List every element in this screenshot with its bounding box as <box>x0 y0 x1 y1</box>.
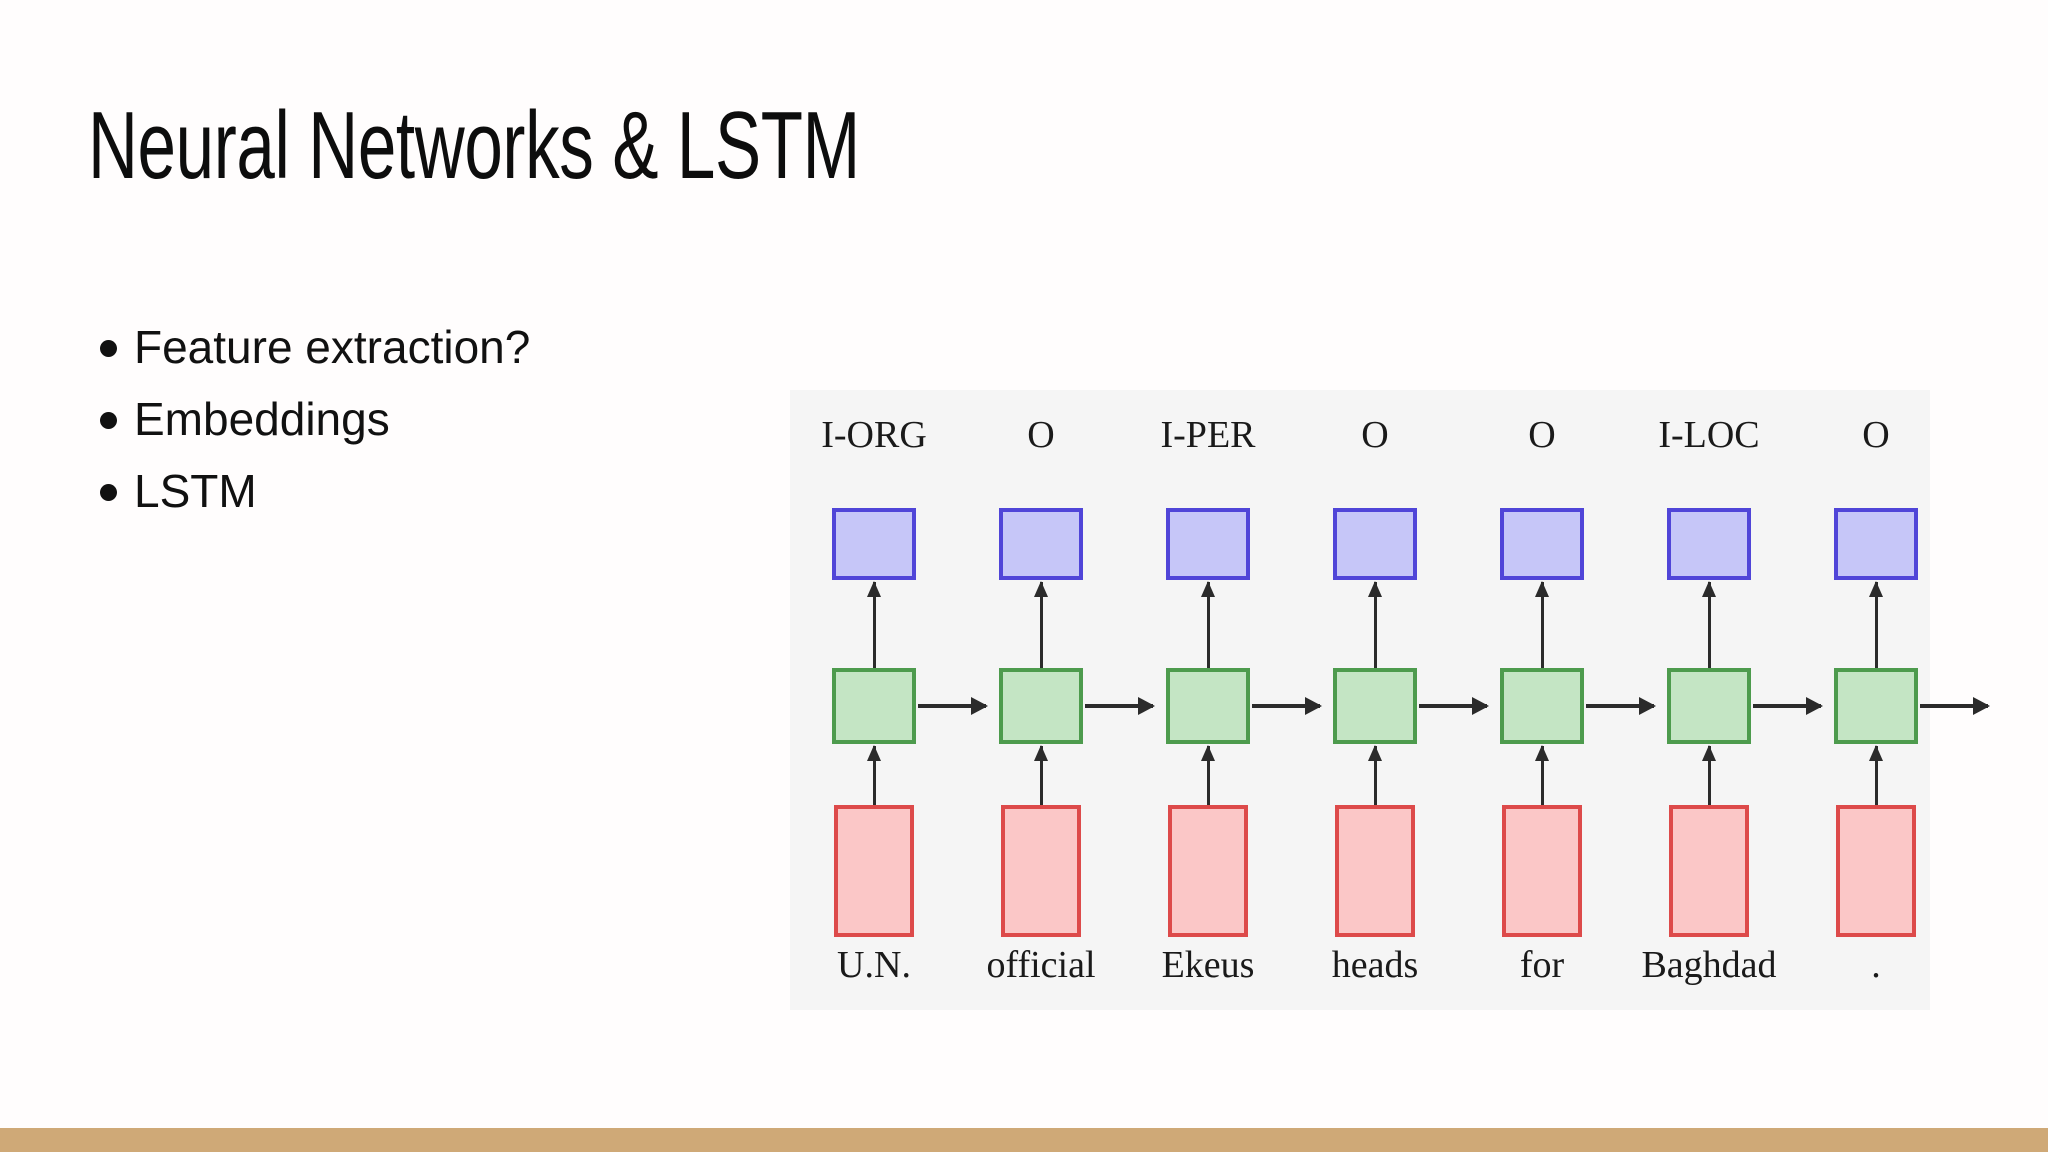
embedding-box <box>1168 805 1248 937</box>
footer-accent-bar <box>0 1128 2048 1152</box>
bullet-list: Feature extraction? Embeddings LSTM <box>100 322 740 538</box>
tag-label: I-ORG <box>821 414 927 456</box>
word-label: Baghdad <box>1641 944 1777 986</box>
embedding-box <box>1335 805 1415 937</box>
arrow-up-icon <box>867 581 881 668</box>
arrow-right-icon <box>1252 697 1322 715</box>
arrow-up-icon <box>1869 745 1883 806</box>
bullet-text: LSTM <box>134 465 257 517</box>
word-label: for <box>1519 944 1565 986</box>
arrow-up-icon <box>1368 745 1382 806</box>
output-box <box>1667 508 1751 580</box>
output-box <box>1500 508 1584 580</box>
recurrent-box <box>832 668 916 744</box>
tag-label: O <box>1528 414 1556 456</box>
word-label: official <box>986 944 1096 986</box>
output-box <box>1333 508 1417 580</box>
tag-label: O <box>1862 414 1890 456</box>
arrow-up-icon <box>1702 581 1716 668</box>
arrow-right-icon <box>1586 697 1656 715</box>
arrow-up-icon <box>867 745 881 806</box>
arrow-right-icon <box>1920 697 1990 715</box>
output-box <box>1834 508 1918 580</box>
embedding-box <box>1669 805 1749 937</box>
diagram-column: O for <box>1500 390 1656 1010</box>
embedding-box <box>834 805 914 937</box>
arrow-up-icon <box>1702 745 1716 806</box>
arrow-up-icon <box>1368 581 1382 668</box>
diagram-inner: I-ORG U.N. O official <box>790 390 1990 1010</box>
diagram-column: I-LOC Baghdad <box>1641 390 1823 1010</box>
arrow-up-icon <box>1201 745 1215 806</box>
diagram-column: I-ORG U.N. <box>821 390 988 1010</box>
tag-label: I-LOC <box>1658 414 1760 456</box>
diagram-column: I-PER Ekeus <box>1161 390 1322 1010</box>
page-title: Neural Networks & LSTM <box>88 92 860 199</box>
arrow-up-icon <box>1535 581 1549 668</box>
output-box <box>1166 508 1250 580</box>
bullet-dot-icon <box>100 405 134 435</box>
arrow-up-icon <box>1034 581 1048 668</box>
recurrent-box <box>1333 668 1417 744</box>
diagram-column: O heads <box>1331 390 1489 1010</box>
diagram-column: O official <box>986 390 1155 1010</box>
arrow-right-icon <box>1085 697 1155 715</box>
bullet-dot-icon <box>100 333 134 363</box>
tag-label: O <box>1027 414 1055 456</box>
word-label: U.N. <box>837 944 911 986</box>
bullet-dot-icon <box>100 477 134 507</box>
bullet-text: Feature extraction? <box>134 321 531 373</box>
embedding-box <box>1836 805 1916 937</box>
recurrent-box <box>1166 668 1250 744</box>
arrow-right-icon <box>918 697 988 715</box>
embedding-box <box>1001 805 1081 937</box>
list-item: Embeddings <box>100 394 740 466</box>
tag-label: O <box>1361 414 1389 456</box>
word-label: heads <box>1331 944 1419 986</box>
output-box <box>832 508 916 580</box>
bullet-text: Embeddings <box>134 393 390 445</box>
arrow-up-icon <box>1201 581 1215 668</box>
lstm-ner-diagram: I-ORG U.N. O official <box>790 390 1990 1010</box>
word-label: . <box>1871 944 1881 986</box>
word-label: Ekeus <box>1161 944 1255 986</box>
recurrent-box <box>1834 668 1918 744</box>
arrow-right-icon <box>1419 697 1489 715</box>
arrow-up-icon <box>1034 745 1048 806</box>
recurrent-box <box>999 668 1083 744</box>
embedding-box <box>1502 805 1582 937</box>
diagram-column: O . <box>1834 390 1990 1010</box>
list-item: LSTM <box>100 466 740 538</box>
output-box <box>999 508 1083 580</box>
arrow-up-icon <box>1535 745 1549 806</box>
list-item: Feature extraction? <box>100 322 740 394</box>
recurrent-box <box>1500 668 1584 744</box>
tag-label: I-PER <box>1160 414 1256 456</box>
arrow-right-icon <box>1753 697 1823 715</box>
recurrent-box <box>1667 668 1751 744</box>
arrow-up-icon <box>1869 581 1883 668</box>
